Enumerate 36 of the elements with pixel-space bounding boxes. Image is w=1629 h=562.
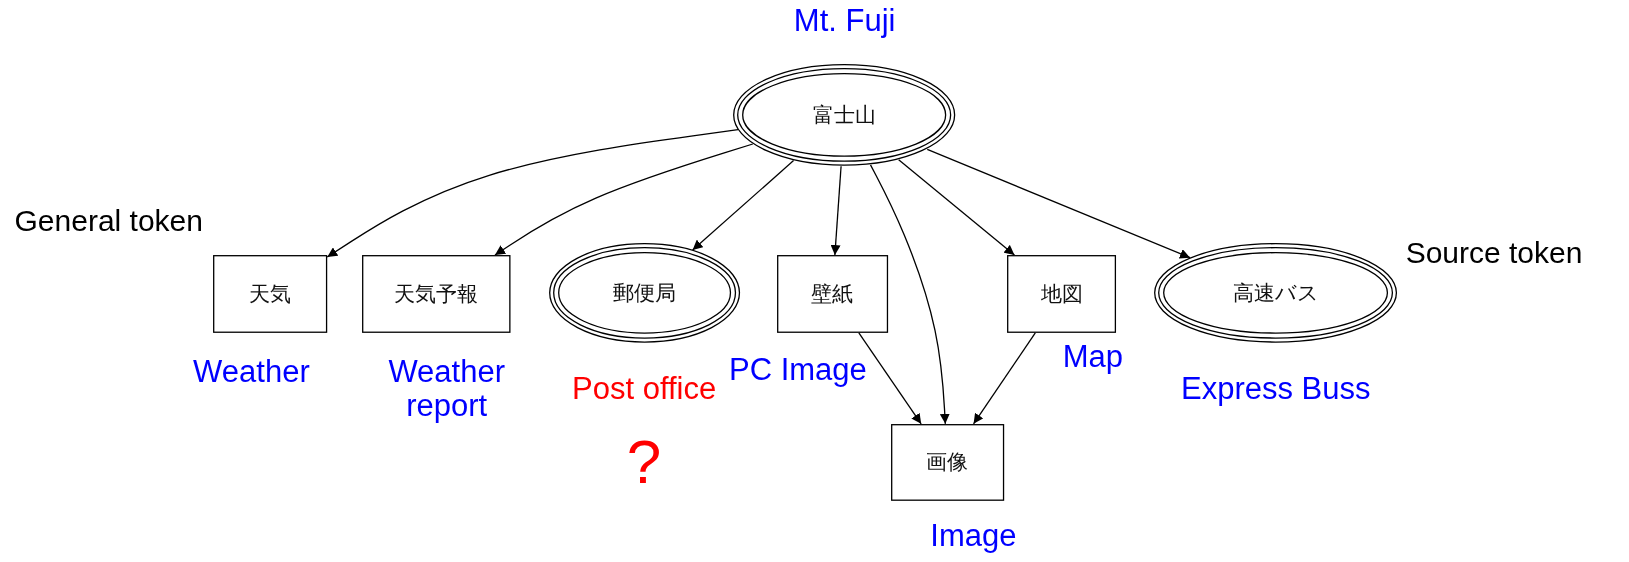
- arrow: [972, 332, 1036, 425]
- annotation-label: General token: [14, 203, 203, 238]
- annotation-label: Source token: [1405, 235, 1583, 270]
- arrow: [830, 165, 842, 256]
- node-label: 地図: [1040, 281, 1083, 308]
- rect-node: [1007, 255, 1117, 333]
- node-caption: Weather: [193, 355, 310, 390]
- node-caption: Mt. Fuji: [793, 4, 896, 39]
- triple-ellipse-node: [1154, 243, 1398, 343]
- arrow: [898, 159, 1016, 256]
- arrow: [858, 332, 922, 425]
- node-label: 天気: [249, 281, 292, 308]
- rect-node: [890, 423, 1005, 501]
- node-label: 壁紙: [811, 281, 854, 308]
- rect-node: [212, 255, 328, 333]
- rect-node: [776, 255, 888, 333]
- node-caption: ?: [626, 428, 662, 497]
- rect-node: [362, 255, 511, 333]
- node-label: 郵便局: [612, 279, 676, 307]
- node-label: 天気予報: [394, 281, 479, 308]
- node-caption: Express Buss: [1181, 371, 1371, 406]
- arrow: [326, 129, 739, 258]
- node-label: 富士山: [813, 102, 877, 130]
- triple-ellipse-node: [548, 243, 740, 343]
- arrow: [869, 164, 950, 425]
- node-label: 高速バス: [1232, 279, 1319, 307]
- node-caption: Image: [930, 519, 1017, 554]
- arrow: [926, 148, 1191, 259]
- arrow: [691, 159, 795, 251]
- triple-ellipse-node: [733, 64, 956, 167]
- node-caption: PC Image: [728, 353, 867, 388]
- node-caption: Map: [1062, 339, 1124, 374]
- node-caption: Weather report: [387, 355, 506, 424]
- arrow: [494, 143, 754, 256]
- node-caption: Post office: [572, 371, 717, 406]
- node-label: 画像: [926, 449, 969, 477]
